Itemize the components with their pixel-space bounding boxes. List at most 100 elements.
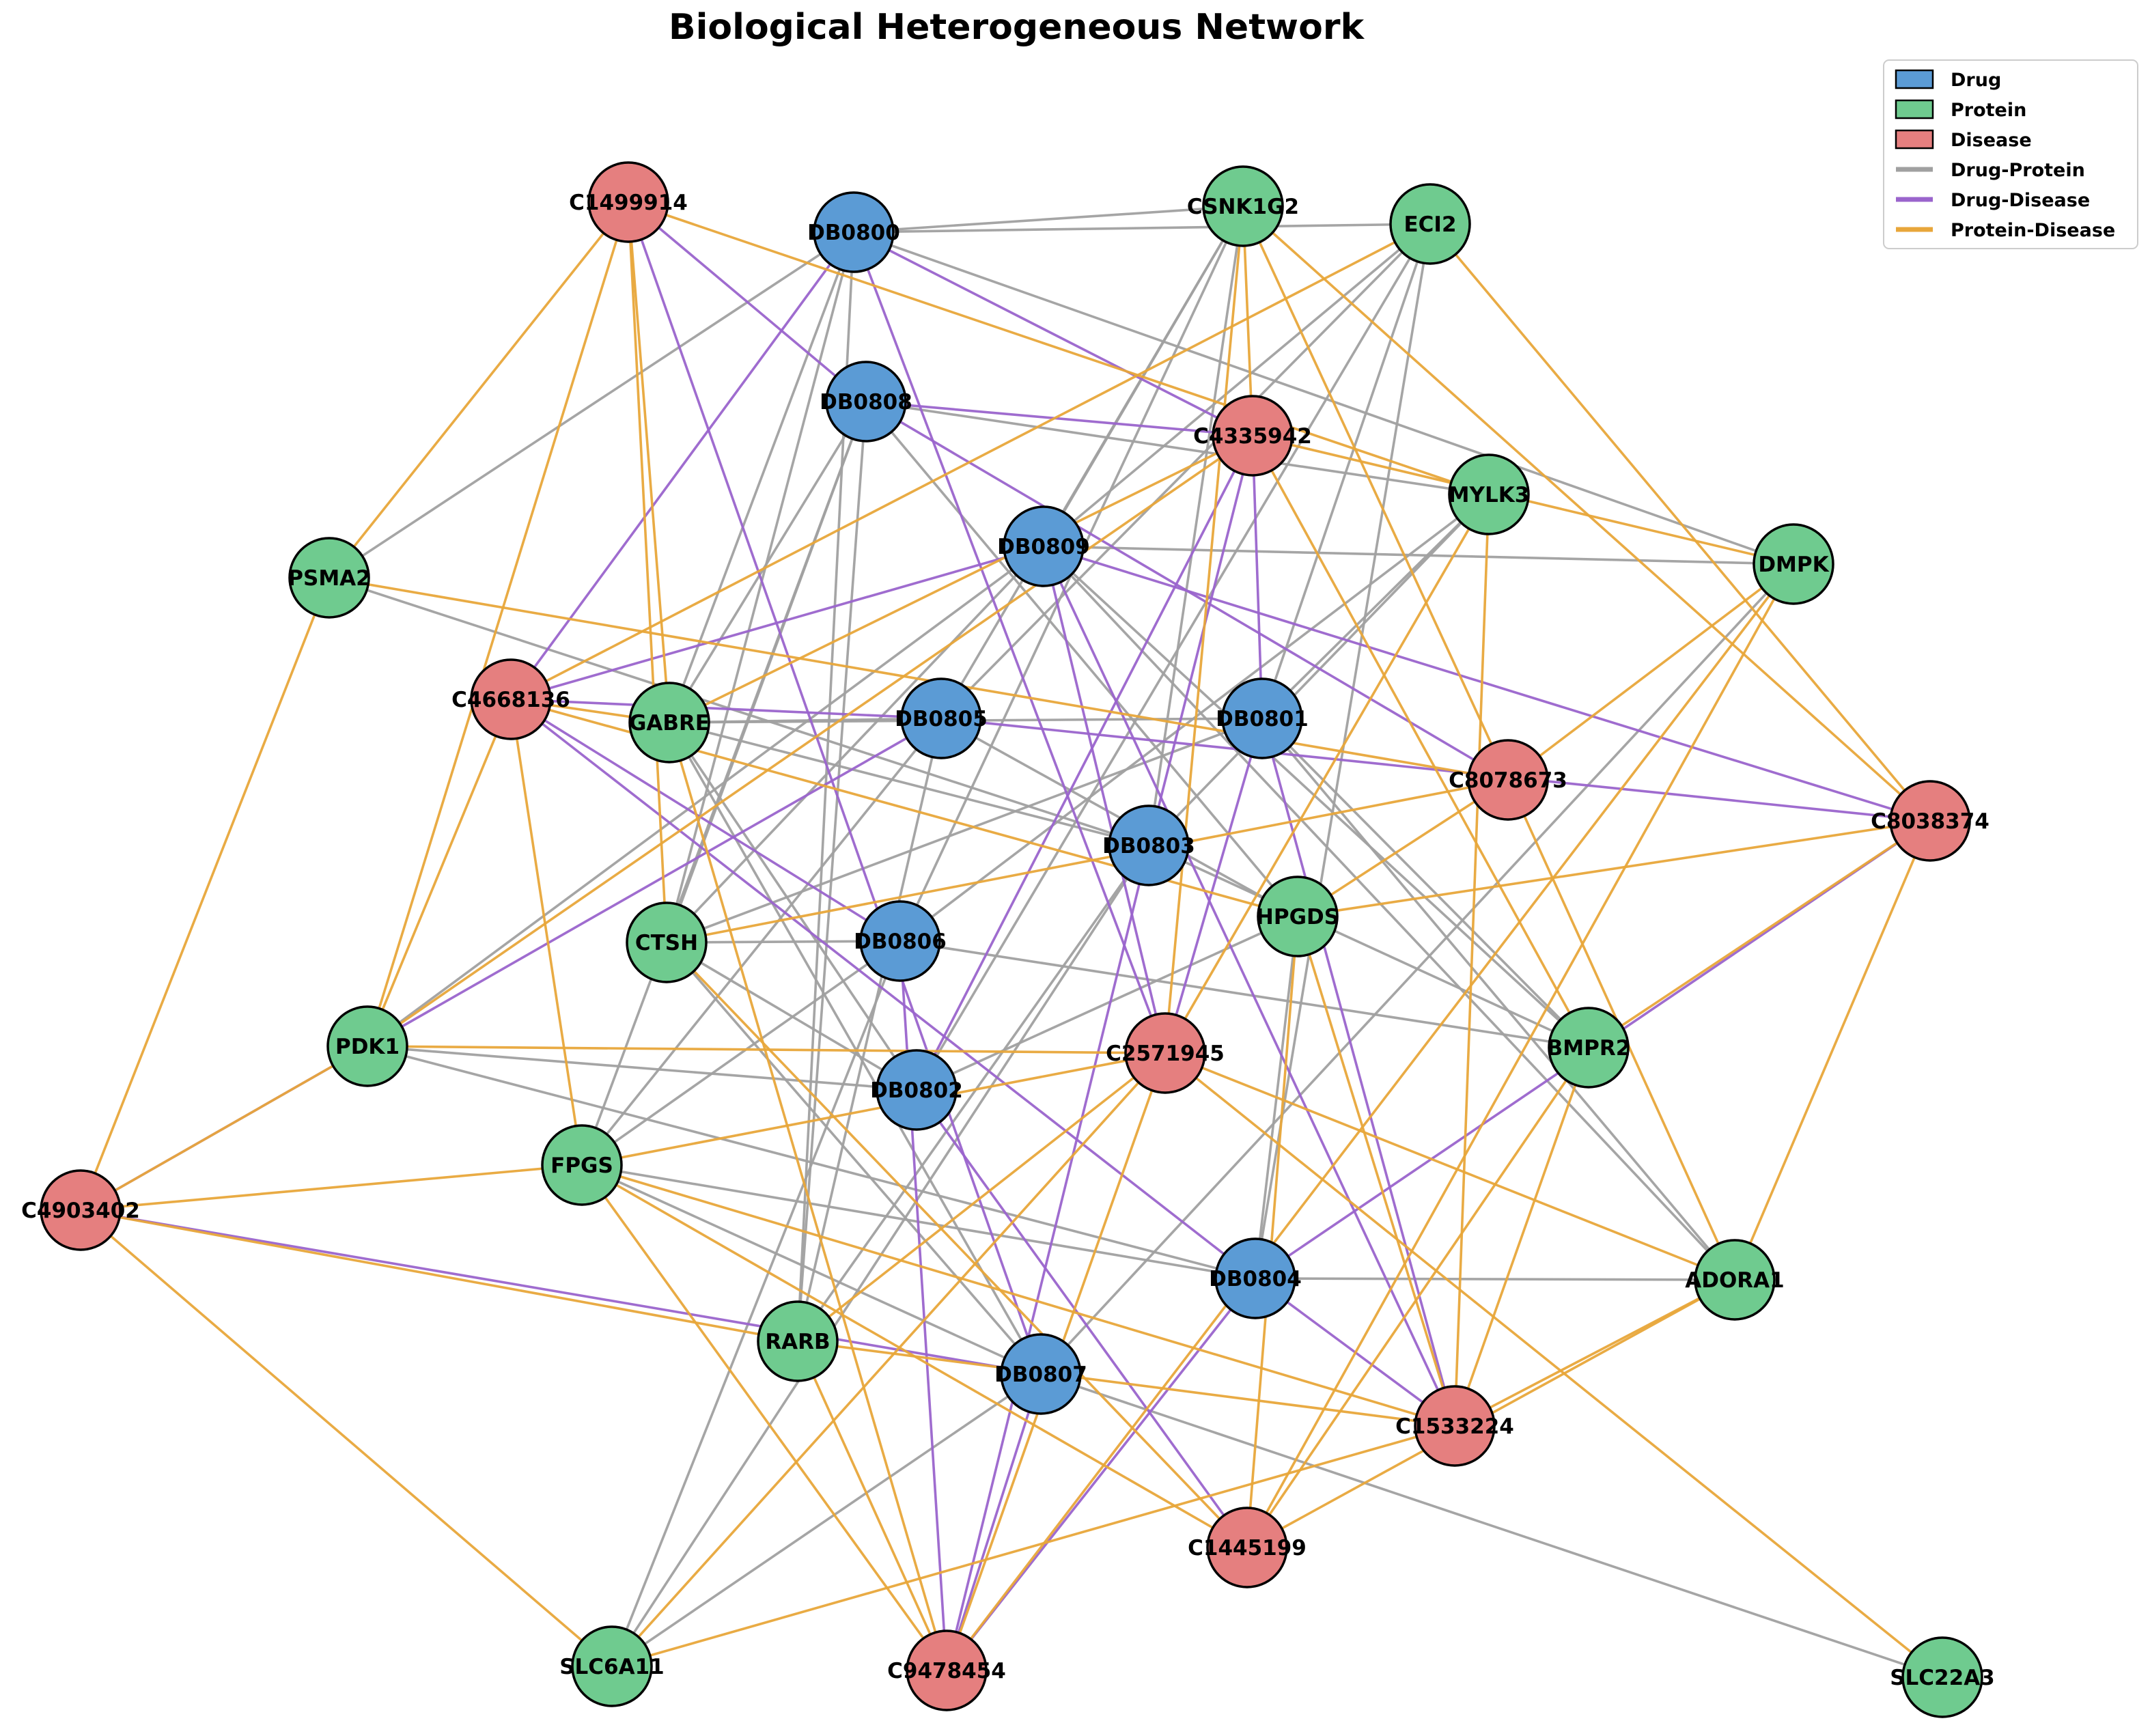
node-label: FPGS — [550, 1153, 613, 1178]
node-circle — [859, 900, 941, 982]
drug-protein-edge-db0809-dmpk — [1043, 545, 1794, 565]
drug-protein-edge-db0804-pdk1 — [367, 1045, 1256, 1280]
drug-protein-edge-db0807-slc22a3 — [1040, 1373, 1943, 1679]
node-label: C4903402 — [21, 1199, 140, 1223]
protein-disease-edge-c8038374-bmpr2 — [1588, 820, 1931, 1049]
protein-disease-edge-c8038374-adora1 — [1733, 820, 1931, 1280]
node-label: C4668136 — [451, 688, 570, 712]
drug-disease-edge-db0809-c8038374 — [1043, 545, 1931, 822]
node-circle — [541, 1124, 623, 1206]
node-circle — [626, 901, 708, 983]
node-circle — [1414, 1385, 1496, 1467]
node-label: ECI2 — [1404, 212, 1456, 237]
drug-protein-edge-db0801-eci2 — [1261, 223, 1432, 719]
legend-label-drug: Drug — [1951, 70, 2001, 91]
protein-disease-edge-c4335942-gabre — [669, 434, 1253, 724]
protein-node-bmpr2: BMPR2 — [1547, 1007, 1630, 1089]
protein-node-fpgs: FPGS — [541, 1124, 623, 1206]
drug-protein-edge-db0803-rarb — [796, 844, 1150, 1343]
drug-protein-edge-db0806-fpgs — [581, 940, 902, 1166]
node-circle — [40, 1169, 122, 1251]
drug-disease-edge-db0802-c4335942 — [915, 435, 1254, 1091]
legend-swatch-disease — [1895, 129, 1934, 150]
legend-label-drug-protein: Drug-Protein — [1951, 160, 2085, 181]
node-label: SLC6A11 — [559, 1655, 665, 1679]
edge-layer — [79, 201, 1944, 1679]
disease-node-c1499914: C1499914 — [569, 161, 688, 243]
protein-disease-edge-c2571945-mylk3 — [1164, 494, 1490, 1054]
node-circle — [288, 537, 370, 619]
drug-protein-edge-db0803-mylk3 — [1147, 493, 1490, 847]
drug-protein-edge-db0800-dmpk — [853, 231, 1794, 565]
node-circle — [813, 191, 895, 273]
node-label: DB0806 — [854, 929, 947, 954]
protein-disease-edge-c8038374-csnk1g2 — [1242, 205, 1931, 822]
drug-protein-edge-db0805-eci2 — [940, 223, 1432, 720]
protein-disease-edge-c4668136-eci2 — [510, 223, 1431, 701]
drug-disease-edge-db0809-c1533224 — [1042, 546, 1456, 1427]
protein-node-slc6a11: SLC6A11 — [559, 1625, 665, 1707]
protein-disease-edge-c1533224-bmpr2 — [1453, 1047, 1590, 1427]
node-label: C8038374 — [1871, 809, 1990, 834]
protein-disease-edge-c4335942-bmpr2 — [1251, 435, 1590, 1048]
protein-disease-edge-c8078673-psma2 — [329, 576, 1509, 781]
node-circle — [1000, 1333, 1082, 1415]
protein-disease-edge-c4335942-pdk1 — [366, 434, 1254, 1048]
drug-protein-edge-db0803-bmpr2 — [1148, 844, 1589, 1049]
protein-disease-edge-c8078673-dmpk — [1507, 563, 1795, 781]
drug-protein-edge-db0800-csnk1g2 — [853, 205, 1244, 234]
disease-node-c2571945: C2571945 — [1106, 1012, 1225, 1094]
drug-protein-edge-db0802-gabre — [668, 721, 918, 1091]
node-circle — [1753, 523, 1834, 605]
node-circle — [1206, 1507, 1288, 1588]
protein-node-rarb: RARB — [757, 1300, 839, 1382]
node-label: ADORA1 — [1685, 1268, 1785, 1293]
node-circle — [1003, 505, 1085, 587]
protein-disease-edge-c1533224-slc6a11 — [611, 1425, 1455, 1668]
protein-disease-edge-c9478454-gabre — [668, 722, 948, 1671]
node-label: DB0807 — [994, 1362, 1087, 1387]
node-label: DB0802 — [870, 1078, 963, 1103]
drug-node-db0802: DB0802 — [870, 1049, 963, 1131]
protein-disease-edge-c1499914-psma2 — [328, 201, 630, 579]
protein-disease-edge-c8078673-hpgds — [1297, 779, 1509, 918]
drug-protein-edge-db0806-slc6a11 — [611, 940, 902, 1667]
node-circle — [1214, 1237, 1296, 1319]
drug-protein-edge-db0800-eci2 — [853, 223, 1431, 234]
drug-protein-edge-db0807-ctsh — [665, 941, 1042, 1375]
protein-disease-edge-c8038374-hpgds — [1297, 820, 1931, 918]
legend-label-disease: Disease — [1951, 130, 2032, 151]
legend-label-drug-disease: Drug-Disease — [1951, 190, 2090, 211]
drug-protein-edge-db0803-csnk1g2 — [1147, 206, 1244, 846]
protein-disease-edge-c4903402-psma2 — [79, 577, 331, 1211]
protein-node-adora1: ADORA1 — [1685, 1239, 1785, 1321]
drug-protein-edge-db0809-adora1 — [1042, 545, 1736, 1281]
drug-protein-edge-db0808-gabre — [668, 401, 867, 723]
drug-disease-edge-db0801-c1533224 — [1261, 718, 1456, 1427]
drug-disease-edge-db0800-c4668136 — [509, 231, 855, 701]
drug-disease-edge-db0805-c4668136 — [510, 698, 942, 720]
protein-disease-edge-c1445199-hpgds — [1246, 916, 1299, 1548]
node-label: C1445199 — [1188, 1536, 1307, 1560]
protein-disease-edge-c2571945-slc6a11 — [611, 1052, 1167, 1668]
protein-node-gabre: GABRE — [628, 682, 710, 764]
node-circle — [1889, 780, 1971, 862]
disease-node-c1533224: C1533224 — [1395, 1385, 1514, 1467]
protein-disease-edge-c9478454-dmpk — [945, 563, 1795, 1672]
drug-disease-edge-db0800-c4335942 — [853, 231, 1253, 437]
node-circle — [326, 1005, 408, 1087]
legend-item-drug-disease: Drug-Disease — [1896, 190, 2090, 211]
protein-node-csnk1g2: CSNK1G2 — [1187, 165, 1299, 247]
drug-protein-edge-db0805-csnk1g2 — [940, 206, 1244, 719]
drug-protein-edge-db0808-hpgds — [865, 400, 1299, 918]
drug-disease-edge-db0807-c9478454 — [945, 1373, 1042, 1671]
drug-node-db0805: DB0805 — [895, 677, 988, 759]
legend-item-protein-disease: Protein-Disease — [1896, 220, 2115, 241]
node-label: DMPK — [1758, 552, 1829, 577]
node-circle — [1389, 183, 1471, 265]
node-label: SLC22A3 — [1890, 1666, 1995, 1690]
drug-disease-edge-db0802-c1445199 — [915, 1089, 1248, 1549]
drug-node-db0803: DB0803 — [1102, 804, 1195, 886]
protein-disease-edge-c8078673-csnk1g2 — [1242, 206, 1509, 781]
drug-disease-edge-db0806-c4668136 — [510, 698, 901, 942]
